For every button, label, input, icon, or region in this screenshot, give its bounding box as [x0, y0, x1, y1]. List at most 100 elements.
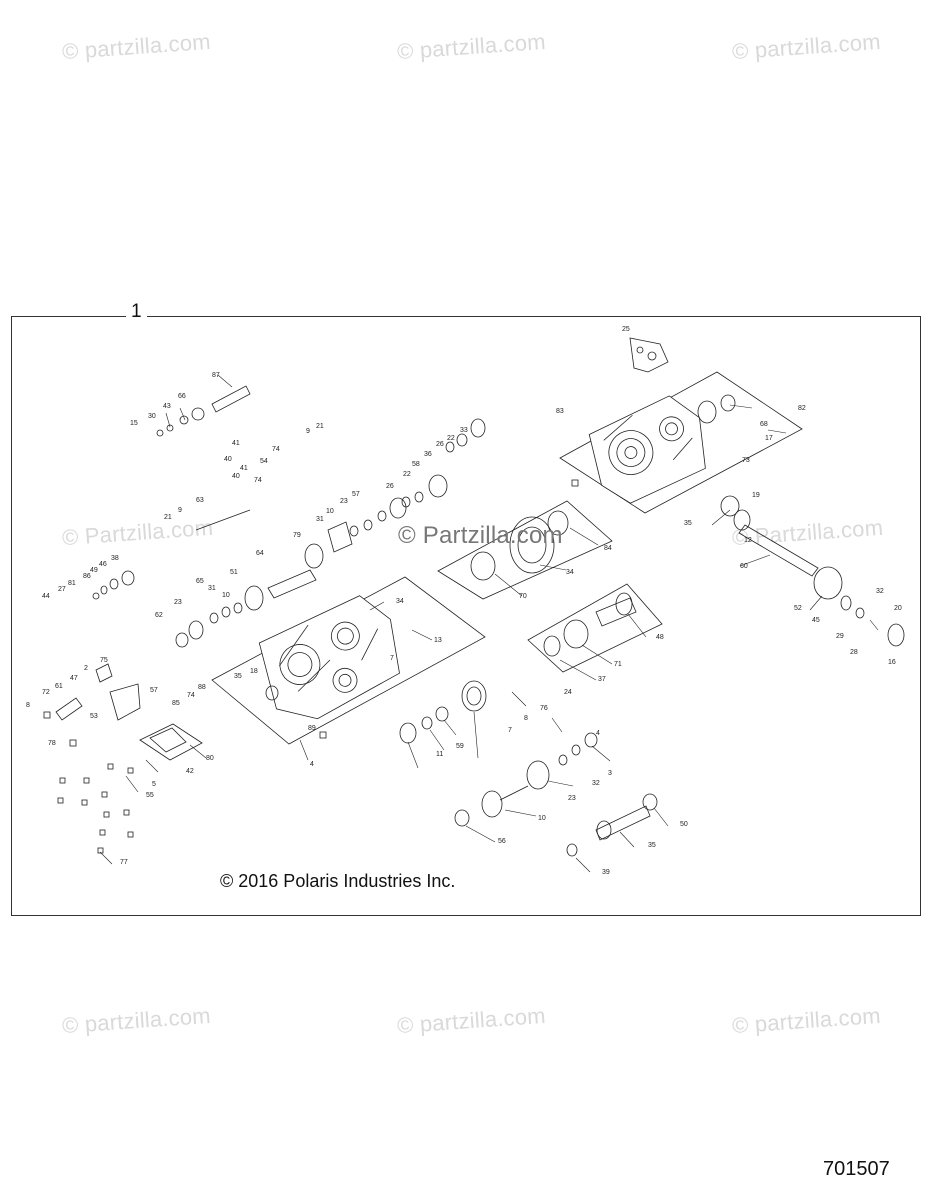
- assembly-callout-number: 1: [126, 301, 147, 323]
- part-callout-57: 57: [150, 687, 158, 694]
- part-callout-41: 41: [240, 465, 248, 472]
- part-callout-25: 25: [622, 326, 630, 333]
- ring-23a: [571, 744, 581, 756]
- gear-62: [188, 620, 204, 640]
- seal-68: [697, 400, 717, 424]
- part-callout-81: 81: [68, 580, 76, 587]
- part-callout-82: 82: [798, 405, 806, 412]
- part-callout-12: 12: [744, 537, 752, 544]
- part-callout-31: 31: [316, 516, 324, 523]
- shift-rod-63: [195, 509, 251, 531]
- chain-79: [327, 521, 353, 553]
- part-callout-23: 23: [568, 795, 576, 802]
- part-callout-84: 84: [604, 545, 612, 552]
- part-callout-66: 66: [178, 393, 186, 400]
- gear-70: [509, 516, 555, 574]
- washer-64: [304, 543, 324, 569]
- part-callout-3: 3: [608, 770, 612, 777]
- part-callout-64: 64: [256, 550, 264, 557]
- lever-78: [109, 683, 141, 721]
- part-callout-71: 71: [614, 661, 622, 668]
- part-callout-15: 15: [130, 420, 138, 427]
- part-callout-39: 39: [602, 869, 610, 876]
- subassembly-box-70: [437, 500, 613, 600]
- subassembly-box-71: [527, 583, 663, 673]
- bearing-38b: [566, 843, 578, 857]
- part-callout-17: 17: [765, 435, 773, 442]
- part-callout-83: 83: [556, 408, 564, 415]
- part-callout-31: 31: [208, 585, 216, 592]
- part-callout-65: 65: [196, 578, 204, 585]
- part-callout-22: 22: [447, 435, 455, 442]
- part-callout-11: 11: [436, 751, 443, 758]
- part-callout-66: 66: [0, 0, 8, 2]
- part-callout-30: 30: [148, 413, 156, 420]
- part-callout-7: 7: [390, 655, 394, 662]
- part-callout-58: 58: [412, 461, 420, 468]
- shaft-52: [738, 524, 819, 577]
- part-callout-32: 32: [592, 780, 600, 787]
- bearing-39: [642, 793, 658, 811]
- part-callout-23: 23: [340, 498, 348, 505]
- part-callout-9: 9: [178, 507, 182, 514]
- part-callout-75: 75: [100, 657, 108, 664]
- part-callout-87: 87: [212, 372, 220, 379]
- part-callout-13: 13: [434, 637, 442, 644]
- part-callout-45: 45: [812, 617, 820, 624]
- gear-84: [887, 623, 905, 647]
- bearing-38a: [175, 632, 189, 648]
- part-callout-8: 8: [26, 702, 30, 709]
- ring-24: [543, 635, 561, 657]
- part-callout-33: 33: [460, 427, 468, 434]
- part-callout-38: 38: [111, 555, 119, 562]
- part-callout-44: 44: [42, 593, 50, 600]
- part-callout-21: 21: [316, 423, 324, 430]
- part-callout-21: 21: [164, 514, 172, 521]
- part-callout-4: 4: [596, 730, 600, 737]
- part-callout-40: 40: [224, 456, 232, 463]
- part-callout-34: 34: [566, 569, 574, 576]
- pump-89: [149, 727, 187, 753]
- part-callout-80: 80: [206, 755, 214, 762]
- part-callout-61: 61: [55, 683, 63, 690]
- part-callout-37: 37: [598, 676, 606, 683]
- part-callout-35: 35: [234, 673, 242, 680]
- part-callout-76: 76: [540, 705, 548, 712]
- subassembly-box-89: [139, 723, 203, 761]
- part-callout-10: 10: [222, 592, 230, 599]
- part-callout-23: 23: [174, 599, 182, 606]
- part-callout-24: 24: [564, 689, 572, 696]
- part-callout-22: 22: [403, 471, 411, 478]
- part-callout-42: 42: [186, 768, 194, 775]
- part-callout-16: 16: [888, 659, 896, 666]
- part-callout-51: 51: [230, 569, 238, 576]
- gear-61: [95, 663, 113, 683]
- shaft-71: [595, 597, 637, 627]
- lever-57b: [55, 697, 83, 721]
- part-callout-4: 4: [310, 761, 314, 768]
- part-callout-47: 47: [70, 675, 78, 682]
- part-callout-74: 74: [254, 477, 262, 484]
- housing-right: [588, 395, 706, 504]
- part-callout-68: 68: [760, 421, 768, 428]
- part-callout-40: 40: [232, 473, 240, 480]
- center-watermark: © Partzilla.com: [398, 522, 563, 549]
- part-callout-5: 5: [152, 781, 156, 788]
- ring-11: [435, 706, 449, 722]
- part-callout-86: 86: [83, 573, 91, 580]
- part-callout-7: 7: [508, 727, 512, 734]
- gear-59: [461, 680, 487, 712]
- part-callout-36: 36: [424, 451, 432, 458]
- part-callout-54: 54: [260, 458, 268, 465]
- part-callout-26: 26: [386, 483, 394, 490]
- part-callout-32: 32: [876, 588, 884, 595]
- gear-36: [428, 474, 448, 498]
- part-callout-85: 85: [172, 700, 180, 707]
- part-callout-19: 19: [752, 492, 760, 499]
- part-callout-88: 88: [198, 684, 206, 691]
- part-callout-35: 35: [648, 842, 656, 849]
- bearing-35b: [454, 809, 470, 827]
- part-callout-41: 41: [232, 440, 240, 447]
- part-callout-8: 8: [524, 715, 528, 722]
- part-callout-18: 18: [250, 668, 258, 675]
